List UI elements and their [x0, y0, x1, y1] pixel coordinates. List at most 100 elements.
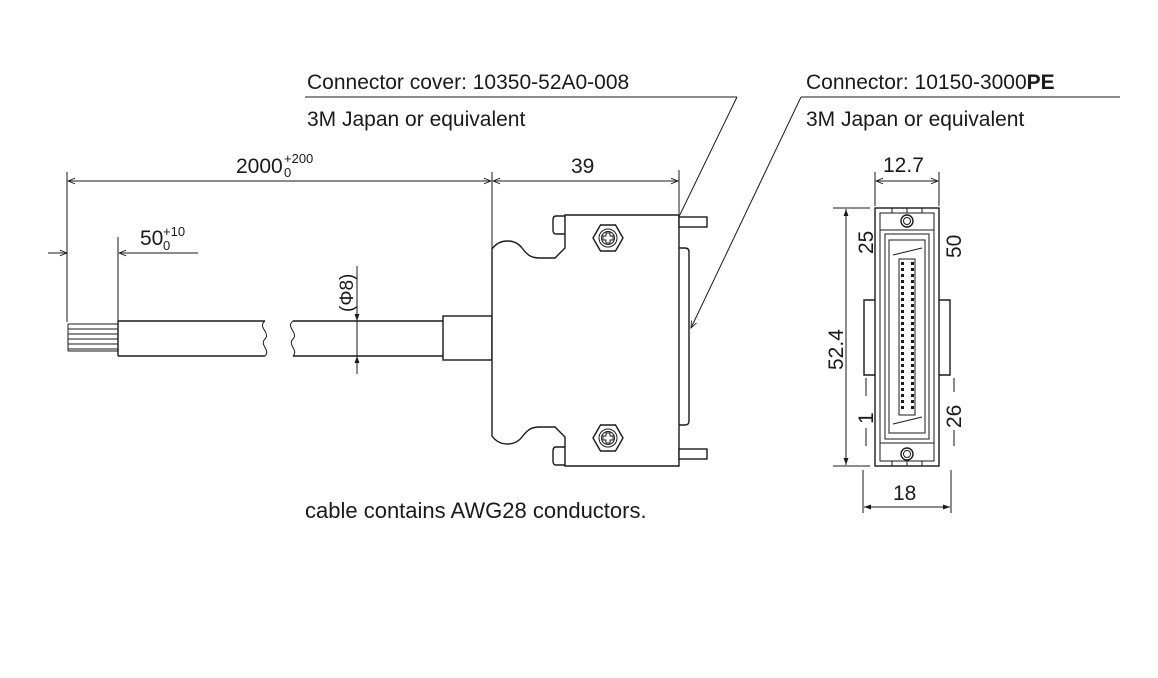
pin-label-26: 26: [943, 405, 966, 428]
connector-height-value: 52.4: [825, 329, 848, 370]
nominal: 2000: [236, 155, 283, 178]
connector-part-suffix: PE: [1027, 71, 1055, 94]
contact-pin: [901, 364, 904, 367]
conductor-note: cable contains AWG28 conductors.: [305, 498, 647, 523]
connector-shell: [679, 247, 690, 426]
strain-relief: [442, 315, 493, 361]
contact-pin: [901, 310, 904, 313]
connector-maker: 3M Japan or equivalent: [806, 108, 1024, 131]
contact-pin: [901, 406, 904, 409]
inner-housing: [884, 233, 930, 440]
contact-pin: [911, 358, 914, 361]
stripped-conductors: [67, 323, 118, 352]
cable-diameter-value: (Φ8): [337, 274, 358, 312]
strip-length-value: 50: [140, 227, 163, 250]
mounting-hole-bottom: [900, 447, 914, 461]
contact-pin: [901, 388, 904, 391]
contact-pin: [911, 352, 914, 355]
contact-pin: [911, 262, 914, 265]
contact-pin: [911, 268, 914, 271]
screw-bottom-icon: [592, 424, 624, 452]
contact-pin: [911, 334, 914, 337]
cable-break-right: [289, 320, 296, 357]
cable: [67, 315, 493, 361]
contact-pin: [901, 322, 904, 325]
cable-length-value: 2000: [236, 155, 283, 178]
contact-pin: [901, 316, 904, 319]
cable-length-dimension: 2000 +200 0: [66, 151, 493, 322]
contact-pin: [901, 346, 904, 349]
contact-pin: [911, 274, 914, 277]
pin-label-25: 25: [855, 231, 878, 254]
latch-tab-bottom: [552, 446, 565, 466]
cover-length-dimension: 39: [493, 155, 680, 214]
contact-pin: [911, 304, 914, 307]
contact-pin: [901, 298, 904, 301]
contact-pins: [901, 262, 914, 409]
contact-pin: [911, 280, 914, 283]
contact-pin: [901, 274, 904, 277]
contact-pin: [901, 394, 904, 397]
wing-left: [863, 299, 875, 376]
connector-leader: [691, 96, 802, 328]
cover-body: [491, 214, 680, 467]
contact-pin: [901, 340, 904, 343]
contact-pin: [911, 340, 914, 343]
contact-pin: [901, 376, 904, 379]
contact-pin: [911, 322, 914, 325]
contact-pin: [901, 262, 904, 265]
connector-cover-maker: 3M Japan or equivalent: [307, 108, 525, 131]
lower-tolerance: 0: [284, 165, 291, 180]
contact-pin: [901, 328, 904, 331]
cable-break-left: [261, 320, 268, 357]
contact-pin: [901, 358, 904, 361]
contact-pin: [911, 310, 914, 313]
cable-diameter-dimension: (Φ8): [337, 266, 360, 374]
connector-width-bottom-value: 18: [893, 482, 916, 505]
screw-top-icon: [592, 224, 624, 252]
pin-label-50: 50: [943, 235, 966, 258]
connector-part-number: Connector: 10150-3000: [806, 71, 1027, 94]
contact-pin: [911, 376, 914, 379]
contact-pin: [911, 286, 914, 289]
contact-pin: [911, 382, 914, 385]
contact-pin: [911, 400, 914, 403]
contact-pin: [901, 304, 904, 307]
contact-pin: [911, 394, 914, 397]
contact-pin: [911, 316, 914, 319]
contact-pin: [901, 370, 904, 373]
cable-jacket-right: [293, 320, 443, 357]
contact-pin: [901, 280, 904, 283]
jackscrew-bottom: [678, 448, 708, 460]
contact-pin: [901, 334, 904, 337]
contact-pin: [901, 400, 904, 403]
keying-bottom: [892, 416, 923, 425]
pin-label-1: 1: [855, 412, 878, 424]
connector-cover-side-view: [491, 214, 708, 467]
upper-tolerance: +10: [163, 224, 185, 239]
contact-block: [898, 258, 916, 416]
contact-pin: [911, 298, 914, 301]
connector-front-view: 12.7 52.4 18 25 50: [825, 154, 966, 513]
contact-pin: [911, 328, 914, 331]
cover-length-value: 39: [571, 155, 594, 178]
upper-tolerance: +200: [284, 151, 313, 166]
contact-pin: [911, 406, 914, 409]
connector-width-top-value: 12.7: [883, 154, 924, 177]
contact-pin: [901, 292, 904, 295]
contact-pin: [911, 292, 914, 295]
connector-shell-outer: [874, 207, 940, 467]
contact-pin: [901, 268, 904, 271]
latch-tab-top: [552, 215, 565, 235]
contact-pin: [911, 364, 914, 367]
jackscrew-top: [678, 216, 708, 228]
contact-pin: [911, 370, 914, 373]
strip-length-dimension: 50 +10 0: [48, 224, 198, 322]
contact-pin: [901, 286, 904, 289]
lower-tolerance: 0: [163, 238, 170, 253]
cable-jacket-left: [117, 320, 265, 357]
connector-callout: Connector: 10150-3000PE 3M Japan or equi…: [691, 71, 1120, 328]
contact-pin: [911, 346, 914, 349]
wing-right: [939, 299, 951, 376]
